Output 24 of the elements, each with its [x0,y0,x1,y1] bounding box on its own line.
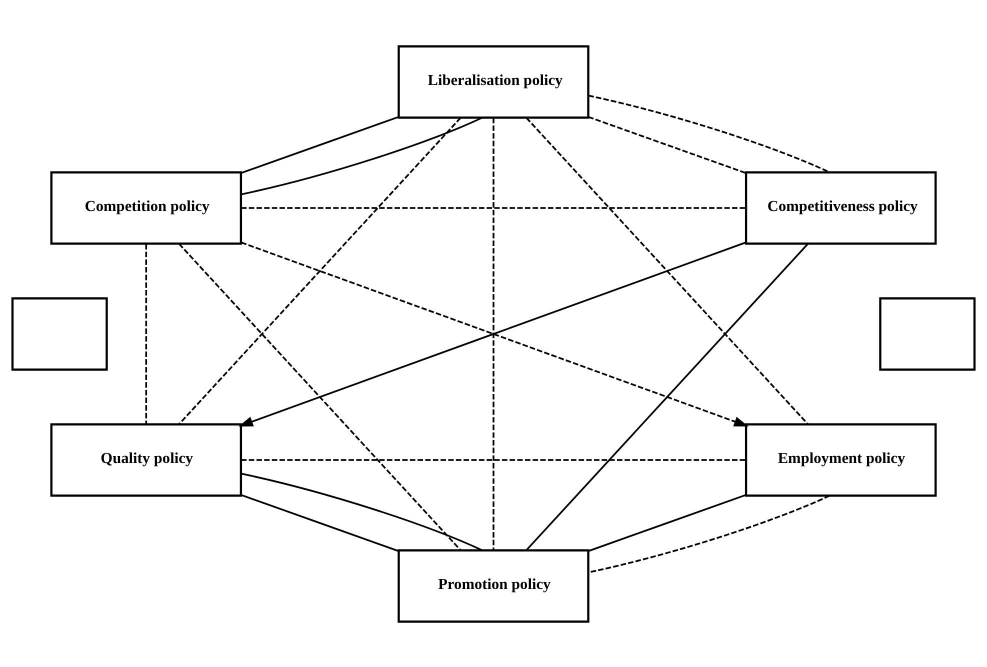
node-box: Competition policy [50,170,242,244]
node-box: Quality policy [50,422,242,496]
connector [588,494,830,573]
node-box: Employment policy [744,422,937,496]
connector [588,116,746,174]
connector [241,206,746,208]
connector [526,116,809,424]
connector [178,116,462,424]
connector [588,94,830,173]
node-box: Competitiveness policy [744,170,937,244]
connector [145,244,148,424]
connector [240,494,399,552]
connector [240,116,399,174]
connector [588,494,746,552]
node-box: Promotion policy [398,548,590,622]
node-box [11,296,108,370]
connector [241,116,482,195]
node-box [879,296,976,370]
connector [492,117,494,550]
node-box: Liberalisation policy [398,44,590,118]
connector [241,472,483,551]
connector [526,242,808,550]
connector [241,458,746,460]
connector [178,242,462,550]
